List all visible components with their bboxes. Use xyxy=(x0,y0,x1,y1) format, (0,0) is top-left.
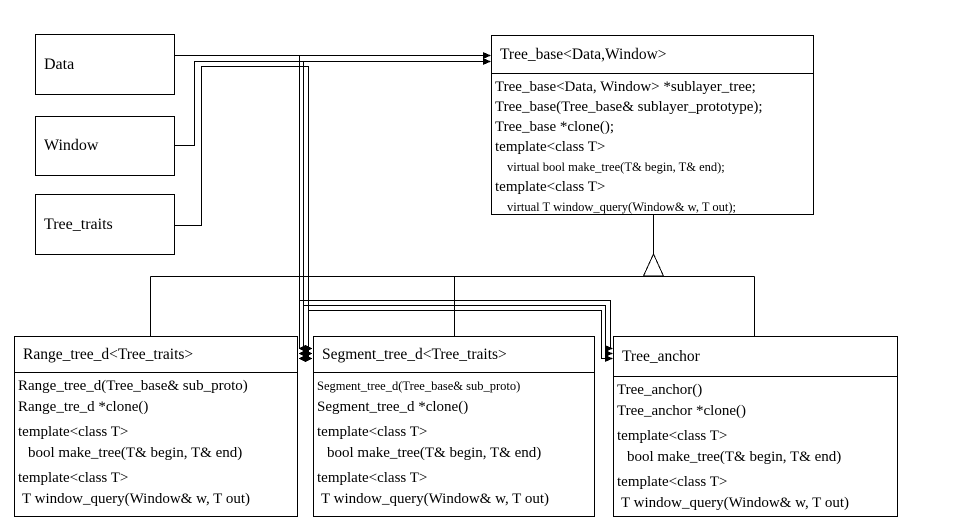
member-line: Tree_base *clone(); xyxy=(495,119,614,135)
class-title: Tree_base<Data,Window> xyxy=(492,36,813,74)
member-line: bool make_tree(T& begin, T& end) xyxy=(627,449,842,465)
inheritance-triangle xyxy=(642,252,665,277)
member-line: Segment_tree_d *clone() xyxy=(317,399,469,415)
member-line: T window_query(Window& w, T out) xyxy=(321,491,549,507)
class-title: Range_tree_d<Tree_traits> xyxy=(15,337,297,373)
member-line: template<class T> xyxy=(617,474,728,490)
class-members: Segment_tree_d(Tree_base& sub_proto) Seg… xyxy=(314,373,594,516)
member-line: Tree_anchor() xyxy=(617,382,703,398)
member-line: virtual bool make_tree(T& begin, T& end)… xyxy=(507,160,725,174)
member-line: virtual T window_query(Window& w, T out)… xyxy=(507,200,736,214)
member-line: template<class T> xyxy=(617,428,728,444)
member-line: bool make_tree(T& begin, T& end) xyxy=(28,445,243,461)
param-box-label: Data xyxy=(44,55,75,73)
member-line: template<class T> xyxy=(317,470,428,486)
member-line: Segment_tree_d(Tree_base& sub_proto) xyxy=(317,379,521,393)
class-box-tree-anchor: Tree_anchor Tree_anchor() Tree_anchor *c… xyxy=(613,336,898,517)
member-line: T window_query(Window& w, T out) xyxy=(621,495,849,511)
member-line: template<class T> xyxy=(495,139,606,155)
class-box-tree-base: Tree_base<Data,Window> Tree_base<Data, W… xyxy=(491,35,814,215)
member-line: Tree_base<Data, Window> *sublayer_tree; xyxy=(495,79,756,95)
param-line-treetraits xyxy=(175,66,309,359)
member-line: Range_tree_d(Tree_base& sub_proto) xyxy=(18,378,248,394)
member-line: template<class T> xyxy=(18,470,129,486)
member-line: template<class T> xyxy=(495,179,606,195)
class-members: Tree_anchor() Tree_anchor *clone() templ… xyxy=(614,377,897,516)
arrowheads-range-segment xyxy=(298,345,313,362)
class-title: Segment_tree_d<Tree_traits> xyxy=(314,337,594,373)
param-box-tree-traits: Tree_traits xyxy=(35,194,175,255)
class-box-segment-tree-d: Segment_tree_d<Tree_traits> Segment_tree… xyxy=(313,336,595,517)
member-line: template<class T> xyxy=(18,424,129,440)
param-line-anchor-2 xyxy=(303,305,606,354)
arrowheads-treebase xyxy=(483,52,491,65)
member-line: Tree_base(Tree_base& sublayer_prototype)… xyxy=(495,99,763,115)
member-line: Tree_anchor *clone() xyxy=(617,403,746,419)
param-line-anchor-1 xyxy=(299,300,611,349)
class-box-range-tree-d: Range_tree_d<Tree_traits> Range_tree_d(T… xyxy=(14,336,298,517)
member-line: T window_query(Window& w, T out) xyxy=(22,491,250,507)
param-box-label: Tree_traits xyxy=(44,215,113,233)
class-title: Tree_anchor xyxy=(614,337,897,377)
class-members: Range_tree_d(Tree_base& sub_proto) Range… xyxy=(15,373,297,516)
param-box-window: Window xyxy=(35,116,175,176)
param-box-label: Window xyxy=(44,137,99,154)
param-box-data: Data xyxy=(35,34,175,95)
member-line: bool make_tree(T& begin, T& end) xyxy=(327,445,542,461)
member-line: Range_tre_d *clone() xyxy=(18,399,149,415)
param-line-window xyxy=(175,61,484,146)
arrowheads-anchor xyxy=(605,345,613,362)
class-members: Tree_base<Data, Window> *sublayer_tree; … xyxy=(492,74,813,217)
member-line: template<class T> xyxy=(317,424,428,440)
